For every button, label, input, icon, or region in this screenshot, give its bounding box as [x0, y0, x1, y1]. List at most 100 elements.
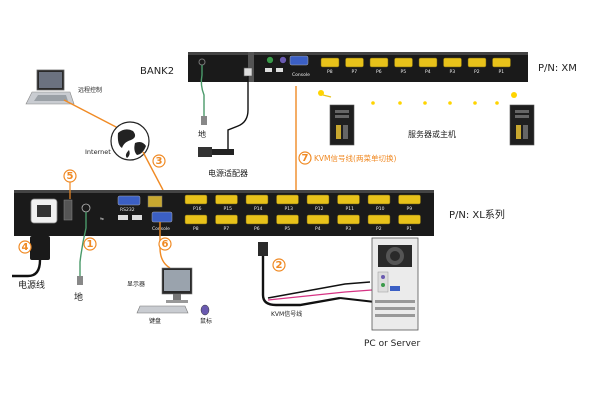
bottom-row1-server-port [245, 194, 269, 205]
bottom-row1-server-port [398, 194, 421, 205]
ps2-keyboard-port [279, 56, 287, 64]
lan-port [147, 195, 163, 208]
bottom-row1-server-port [367, 194, 391, 205]
step-6-number: 6 [162, 239, 169, 250]
ps2-mouse-port [266, 56, 274, 64]
usb-port-2 [132, 215, 142, 220]
power-switch [63, 199, 73, 221]
kvm-cable-dual-label: KVM信号线(两菜单切换) [314, 153, 396, 163]
mouse-label: 鼠标 [200, 317, 212, 325]
top-ground-label: 地 [198, 129, 206, 139]
laptop-icon [25, 69, 75, 105]
kvm-cable-bundle [258, 242, 376, 307]
bottom-row2-server-port [337, 214, 360, 225]
pc-server-label: PC or Server [364, 339, 420, 349]
monitor-icon [161, 267, 193, 303]
step-7-badge [298, 151, 312, 165]
top-server-port-label: P8 [327, 69, 333, 75]
power-cord-label: 电源线 [18, 279, 45, 291]
step-1-number: 1 [87, 239, 94, 250]
bottom-row1-server-port [276, 194, 299, 205]
top-console-label: Console [292, 72, 310, 78]
servers-label: 服务器或主机 [408, 129, 456, 139]
server-dots [371, 101, 499, 105]
top-server-port [418, 57, 438, 68]
usb-port-1 [118, 215, 128, 220]
top-server-port [467, 57, 487, 68]
step-5-badge [63, 169, 77, 183]
top-server-port [443, 57, 462, 68]
step-5-number: 5 [67, 171, 74, 182]
server-right [509, 92, 535, 146]
top-server-port-label: P7 [352, 69, 358, 75]
power-adapter-label: 电源适配器 [208, 168, 248, 178]
top-server-port [394, 57, 413, 68]
step-1-badge [83, 237, 97, 251]
bottom-row2-server-port [398, 214, 421, 225]
kvm-cable-label: KVM信号线 [271, 310, 302, 318]
remote-link [63, 99, 119, 129]
bottom-row1-server-port-label: P15 [224, 206, 233, 212]
top-server-port-label: P1 [499, 69, 505, 75]
top-server-port [345, 57, 364, 68]
console-vga-port [151, 211, 173, 223]
top-server-port-label: P3 [450, 69, 456, 75]
top-kvm-switch: Console P8 P7 P6 P5 P4 P3 P2 P1 [188, 52, 528, 82]
keyboard-label: 键盘 [149, 317, 161, 325]
pn-xm-label: P/N: XM [538, 63, 577, 74]
bottom-row1-server-port-label: P12 [315, 206, 324, 212]
bottom-row1-server-port-label: P9 [407, 206, 413, 212]
step-3-number: 3 [156, 156, 163, 167]
step-4-badge [18, 240, 32, 254]
step-2-number: 2 [276, 260, 283, 271]
server-left-light [318, 90, 324, 96]
step-7-number: 7 [302, 153, 309, 164]
console-label: Console [152, 226, 170, 232]
step-4-number: 4 [22, 242, 29, 253]
bottom-row1-server-port-label: P13 [285, 206, 294, 212]
step-2-badge [272, 258, 286, 272]
server-left [318, 90, 355, 146]
top-power-cable [211, 76, 249, 153]
bottom-row2-server-port [276, 214, 299, 225]
rs232-port [117, 195, 141, 206]
top-server-port-label: P6 [376, 69, 382, 75]
bottom-ground-label: 地 [74, 291, 83, 303]
bottom-ground-wire [77, 212, 87, 285]
step-3-badge [152, 154, 166, 168]
svg-text:⇋: ⇋ [100, 217, 104, 222]
globe-icon [110, 121, 150, 161]
top-server-port [492, 57, 511, 68]
remote-control-label: 远程控制 [78, 86, 102, 94]
top-server-port-label: P2 [474, 69, 480, 75]
keyboard-icon [136, 305, 189, 314]
bottom-row1-server-port-label: P10 [376, 206, 385, 212]
bottom-row2-server-port-label: P5 [285, 226, 291, 232]
pn-xl-label: P/N: XL系列 [449, 208, 505, 221]
internet-link [142, 151, 164, 191]
rs232-label: RS232 [120, 207, 135, 213]
bottom-row2-server-port [245, 214, 269, 225]
bank2-label: BANK2 [140, 66, 174, 77]
monitor-label: 显示器 [127, 281, 145, 288]
top-vga-console-port [289, 55, 309, 66]
top-server-port [369, 57, 389, 68]
top-server-port-label: P4 [425, 69, 431, 75]
bottom-row2-server-port-label: P6 [254, 226, 260, 232]
top-server-ports: P8 P7 P6 P5 P4 P3 P2 P1 [320, 57, 511, 75]
internet-label: Internet [85, 148, 111, 156]
bottom-row1-server-port [306, 194, 330, 205]
bottom-row1-server-port [337, 194, 360, 205]
bottom-row1-server-port [215, 194, 238, 205]
top-server-port-label: P5 [401, 69, 407, 75]
bottom-row2-server-port-label: P4 [315, 226, 321, 232]
bottom-row1-server-port-label: P16 [193, 206, 202, 212]
step-6-badge [158, 237, 172, 251]
top-server-port [320, 57, 340, 68]
top-ground-wire [198, 58, 207, 125]
power-adapter-plug [198, 147, 212, 157]
pc-server-tower [371, 237, 419, 331]
